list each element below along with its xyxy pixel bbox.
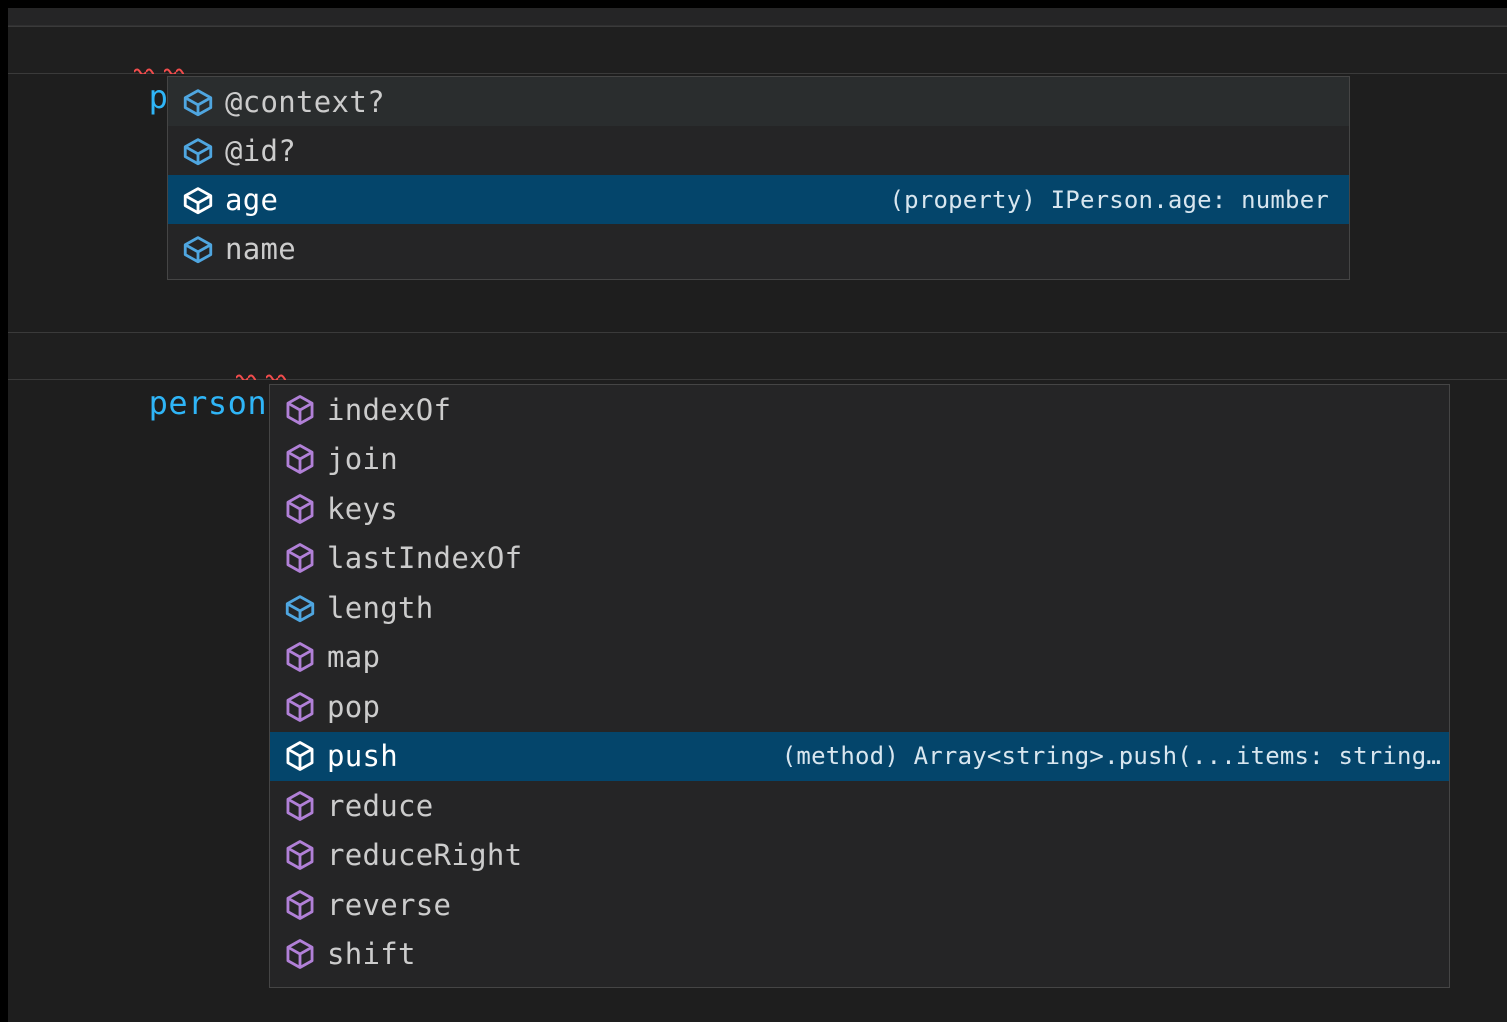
symbol-method-icon (283, 789, 317, 823)
symbol-method-icon (283, 739, 317, 773)
symbol-property-icon (181, 232, 215, 266)
completion-item-id[interactable]: @id? (168, 126, 1349, 175)
symbol-method-icon (283, 838, 317, 872)
completion-item-label: map (327, 640, 381, 675)
autocomplete-popup-person[interactable]: @context? @id? age (property) IPerson.age: … (167, 76, 1350, 280)
completion-item-label: shift (327, 937, 416, 972)
completion-item-detail: (property) IPerson.age: number (889, 185, 1329, 214)
completion-item-age[interactable]: age (property) IPerson.age: number (168, 175, 1349, 224)
code-token-variable: person (148, 384, 268, 422)
completion-item-shift[interactable]: shift (270, 929, 1449, 979)
completion-item-pop[interactable]: pop (270, 682, 1449, 732)
symbol-method-icon (283, 640, 317, 674)
completion-item-keys[interactable]: keys (270, 484, 1449, 534)
symbol-property-icon (181, 183, 215, 217)
completion-item-reverse[interactable]: reverse (270, 880, 1449, 930)
symbol-property-icon (181, 134, 215, 168)
completion-item-reduceright[interactable]: reduceRight (270, 830, 1449, 880)
symbol-property-icon (181, 85, 215, 119)
completion-item-context[interactable]: @context? (168, 77, 1349, 126)
completion-item-name[interactable]: name (168, 224, 1349, 273)
completion-item-label: join (327, 442, 399, 477)
error-squiggle-icon (164, 67, 184, 74)
symbol-method-icon (283, 690, 317, 724)
completion-item-label: @context? (225, 84, 385, 119)
error-squiggle-icon (134, 67, 154, 74)
completion-item-length[interactable]: length (270, 583, 1449, 633)
completion-item-label: length (327, 590, 434, 625)
completion-item-label: lastIndexOf (327, 541, 523, 576)
completion-item-label: indexOf (327, 392, 452, 427)
completion-item-label: reverse (327, 887, 452, 922)
completion-item-indexof[interactable]: indexOf (270, 385, 1449, 435)
completion-item-label: push (327, 739, 399, 774)
error-squiggle-icon (266, 373, 286, 380)
completion-item-label: reduce (327, 788, 434, 823)
editor-top-line-band (8, 8, 1507, 26)
symbol-property-icon (283, 591, 317, 625)
symbol-method-icon (283, 492, 317, 526)
symbol-method-icon (283, 888, 317, 922)
symbol-method-icon (283, 442, 317, 476)
completion-item-label: reduceRight (327, 838, 523, 873)
completion-item-detail: (method) Array<string>.push(...items: st… (781, 742, 1441, 771)
symbol-method-icon (283, 541, 317, 575)
completion-item-reduce[interactable]: reduce (270, 781, 1449, 831)
completion-item-label: age (225, 182, 279, 217)
autocomplete-popup-person-name[interactable]: indexOf join keys lastIndexOf length map pop pu… (269, 384, 1450, 988)
current-line-highlight-2 (8, 332, 1507, 380)
symbol-method-icon (283, 393, 317, 427)
completion-item-lastindexof[interactable]: lastIndexOf (270, 533, 1449, 583)
error-squiggle-icon (236, 373, 256, 380)
code-editor[interactable]: person.; person.name.; @context?@id?age(… (8, 8, 1507, 1022)
completion-item-join[interactable]: join (270, 434, 1449, 484)
current-line-highlight-1 (8, 26, 1507, 74)
completion-item-label: name (225, 231, 297, 266)
completion-item-label: @id? (225, 133, 297, 168)
completion-item-label: keys (327, 491, 399, 526)
completion-item-push[interactable]: push (method) Array<string>.push(...items… (270, 731, 1449, 781)
symbol-method-icon (283, 937, 317, 971)
completion-item-label: pop (327, 689, 381, 724)
completion-item-map[interactable]: map (270, 632, 1449, 682)
